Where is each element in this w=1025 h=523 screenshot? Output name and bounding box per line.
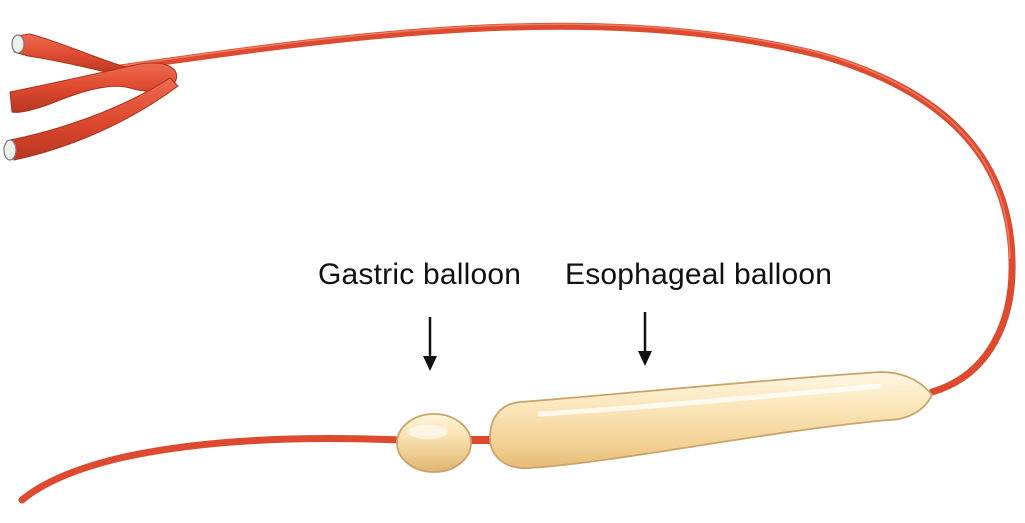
esophageal-balloon-label: Esophageal balloon (565, 258, 833, 291)
proximal-ports (3, 33, 179, 161)
esophageal-balloon (489, 371, 934, 469)
port-arm-middle (9, 62, 178, 113)
arrow-gastric (423, 317, 437, 371)
port-arm-top (13, 33, 129, 77)
gastric-balloon (396, 413, 472, 473)
arrow-esophageal (638, 312, 652, 366)
gastric-balloon-label: Gastric balloon (318, 258, 522, 291)
main-tube-highlight (119, 23, 1011, 259)
esophageal-balloon-highlight (537, 383, 883, 417)
port-cap-bottom (3, 139, 17, 161)
gastric-balloon-highlight (408, 425, 448, 439)
main-tube (116, 22, 1016, 396)
port-arm-bottom (9, 77, 179, 161)
distal-tube (18, 435, 404, 504)
port-cap-top (11, 34, 25, 54)
